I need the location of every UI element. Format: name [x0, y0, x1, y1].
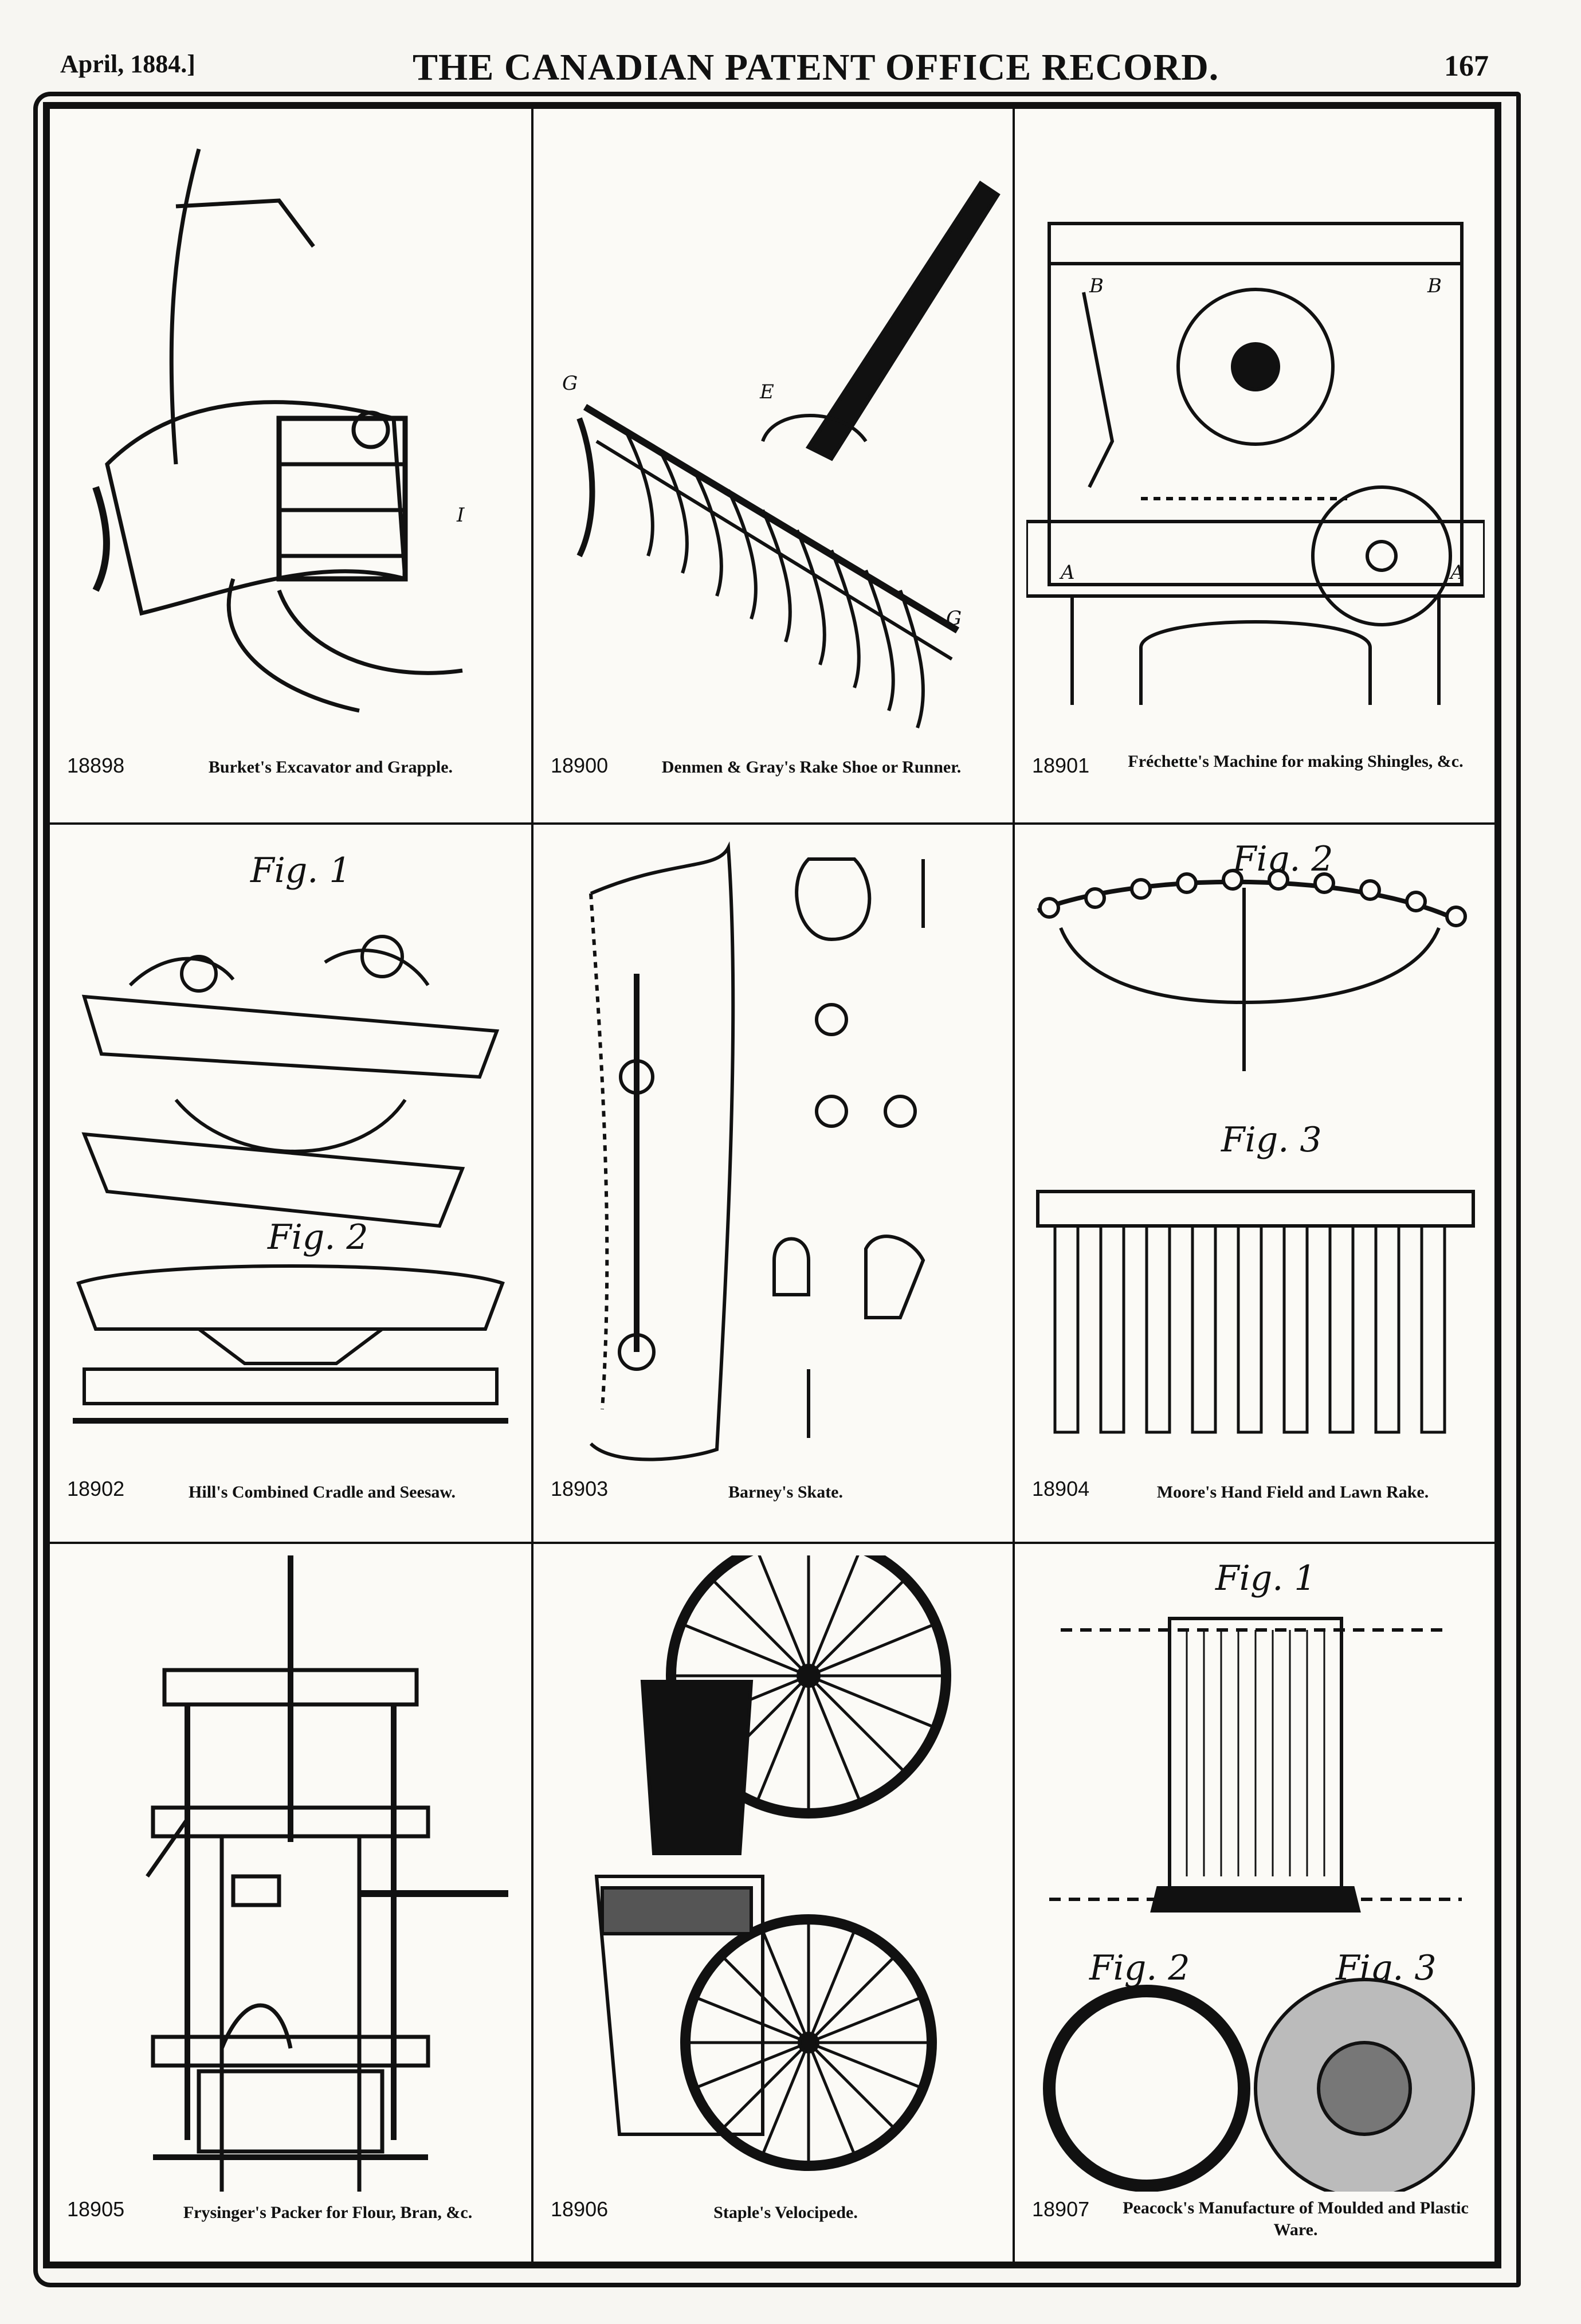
- excavator-grapple-drawing: I: [61, 120, 520, 751]
- publication-title: THE CANADIAN PATENT OFFICE RECORD.: [413, 46, 1219, 88]
- svg-text:I: I: [456, 504, 465, 527]
- patent-caption: Barney's Skate.: [728, 1483, 843, 1502]
- patent-caption: Fréchette's Machine for making Shingles,…: [1128, 752, 1464, 771]
- patent-number: 18900: [551, 754, 609, 777]
- patent-number: 18905: [67, 2197, 125, 2221]
- patent-cell-18901: B B A A 18901 Fréchette's Machine for ma…: [1015, 109, 1494, 822]
- skate-drawing: [545, 836, 1003, 1478]
- svg-text:G: G: [562, 372, 578, 395]
- moulded-ware-drawing: Fig. 1 Fig. 2 Fig. 3: [1026, 1555, 1485, 2199]
- issue-date: April, 1884.]: [60, 50, 195, 78]
- patent-cell-18902: Fig. 1 Fig. 2 18902 Hill's Combined Crad…: [50, 825, 531, 1542]
- svg-text:B: B: [1427, 275, 1442, 297]
- patent-cell-18905: 18905 Frysinger's Packer for Flour, Bran…: [50, 1544, 531, 2262]
- shingle-machine-drawing: B B A A: [1025, 120, 1486, 751]
- patent-cell-18903: 18903 Barney's Skate.: [533, 825, 1013, 1542]
- patent-drawings-frame: I 18898 Burket's Excavator and Grapple.: [43, 102, 1501, 2268]
- figure-label: Fig. 3: [1221, 1120, 1322, 1160]
- patent-number: 18906: [551, 2197, 609, 2221]
- page-number: 167: [1444, 50, 1489, 83]
- svg-text:E: E: [759, 381, 774, 403]
- patent-cell-18904: Fig. 2 Fig. 3: [1015, 825, 1494, 1542]
- svg-text:A: A: [1449, 561, 1465, 584]
- patent-number: 18902: [67, 1477, 125, 1500]
- patent-number: 18901: [1032, 754, 1090, 777]
- page-curl-border: [33, 92, 1521, 2287]
- row-divider: [50, 1542, 1494, 1544]
- patent-caption: Hill's Combined Cradle and Seesaw.: [189, 1483, 456, 1502]
- patent-number: 18904: [1032, 1477, 1090, 1500]
- patent-grid: I 18898 Burket's Excavator and Grapple.: [50, 109, 1494, 2262]
- patent-cell-18898: I 18898 Burket's Excavator and Grapple.: [50, 109, 531, 822]
- lawn-rake-drawing: Fig. 2 Fig. 3: [1026, 836, 1485, 1478]
- figure-label: Fig. 1: [1215, 1558, 1316, 1598]
- svg-text:B: B: [1089, 275, 1104, 297]
- rake-shoe-drawing: G E G: [545, 120, 1003, 751]
- patent-caption: Peacock's Manufacture of Moulded and Pla…: [1123, 2198, 1469, 2239]
- patent-number: 18903: [551, 1477, 609, 1500]
- svg-text:G: G: [946, 607, 962, 630]
- row-divider: [50, 822, 1494, 825]
- page-header: April, 1884.] THE CANADIAN PATENT OFFICE…: [0, 40, 1581, 109]
- figure-label: Fig. 2: [267, 1217, 368, 1257]
- figure-label: Fig. 2: [1089, 1948, 1190, 1988]
- patent-caption: Moore's Hand Field and Lawn Rake.: [1156, 1483, 1429, 1502]
- patent-caption: Staple's Velocipede.: [713, 2203, 858, 2222]
- patent-number: 18907: [1032, 2197, 1090, 2221]
- velocipede-drawing: [545, 1533, 1003, 2192]
- svg-text:A: A: [1059, 561, 1075, 584]
- patent-number: 18898: [67, 754, 125, 777]
- patent-cell-18900: G E G 18900 Denmen & Gray's Rake Shoe or…: [533, 109, 1013, 822]
- patent-cell-18906: 18906 Staple's Velocipede.: [533, 1533, 1013, 2262]
- flour-packer-drawing: [61, 1555, 520, 2205]
- column-divider: [1013, 109, 1015, 2262]
- patent-caption: Frysinger's Packer for Flour, Bran, &c.: [183, 2203, 473, 2222]
- cradle-seesaw-drawing: Fig. 1 Fig. 2: [61, 836, 520, 1478]
- patent-cell-18907: Fig. 1 Fig. 2 Fig. 3 18907 Peacock's Man: [1015, 1544, 1494, 2262]
- figure-label: Fig. 1: [250, 851, 351, 891]
- patent-caption: Burket's Excavator and Grapple.: [208, 758, 453, 777]
- patent-caption: Denmen & Gray's Rake Shoe or Runner.: [661, 758, 962, 777]
- column-divider: [531, 109, 533, 2262]
